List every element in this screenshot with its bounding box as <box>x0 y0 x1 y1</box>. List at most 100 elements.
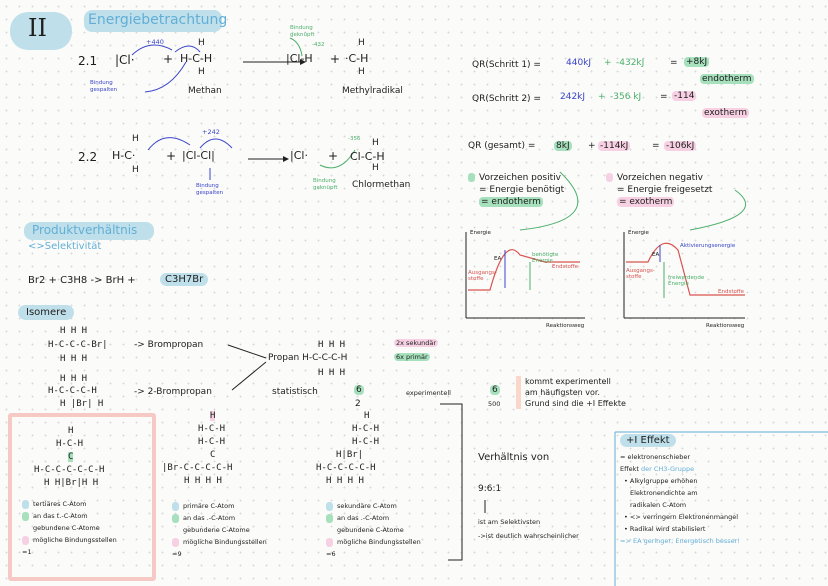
tertiary-tag3: gebundene C-Atome <box>33 524 100 532</box>
ieffect-l2b: der CH3-Gruppe <box>640 465 695 473</box>
iso1-name: -> Brompropan <box>134 340 204 350</box>
secondary-structure: H H-C-H H-C-H H|Br| H-C-C-C-C-H H H H H <box>316 411 380 486</box>
tertiary-tag4: mögliche Bindungsstellen <box>33 536 117 544</box>
positive-marker <box>468 173 475 182</box>
negative-l2: = Energie freigesetzt <box>617 185 713 195</box>
step-22-plus: + <box>166 149 177 163</box>
ieffect-text: = elektronenschieber Effekt der CH3-Grup… <box>620 451 740 547</box>
step-21-product: |Cl-H <box>286 52 313 65</box>
propan-formula: Propan H-C-C-C-H <box>268 353 348 363</box>
step-22-h-top: H <box>132 134 139 144</box>
ratio-title-bg <box>24 222 154 240</box>
diagram2-act: Aktivierungsenergie <box>680 243 736 249</box>
qr-step1-b: -432kJ <box>616 58 645 68</box>
qr-total-a: 8kJ <box>554 141 572 151</box>
diagram2-prod: Endstoffe <box>718 289 745 295</box>
exp-note-l3: Grund sind die +I Effekte <box>525 399 626 408</box>
secondary-count: =6 <box>326 550 336 558</box>
ieffect-l6: • <> verringern Elektronenmangel <box>624 513 739 521</box>
iso2-top: H H H <box>60 374 88 384</box>
step-22-formed-note: Bindung geknüpft <box>313 178 338 191</box>
page-title: Energiebetrachtung <box>88 12 228 28</box>
iso1-top: H H H <box>60 326 88 336</box>
diagram1-needed: benötigte Energie <box>532 252 559 264</box>
secondary-dot1 <box>326 501 333 511</box>
step-21-formed-note: Bindung geknüpft <box>290 25 315 38</box>
diagram1-start: Ausgangs-stoffe <box>468 270 497 282</box>
primary-tag4: mögliche Bindungsstellen <box>183 538 267 546</box>
roman-numeral: II <box>28 14 47 42</box>
step-22-product: |Cl· <box>290 149 308 162</box>
tertiary-box <box>8 413 156 581</box>
secondary-tag1: sekundäre C-Atom <box>337 502 397 510</box>
secondary-tag3: gebundene C-Atome <box>337 526 404 534</box>
step-22-label: 2.2 <box>78 150 98 164</box>
qr-total-result: -106kJ <box>664 141 697 151</box>
qr-step2-op: + <box>598 92 606 102</box>
qr-step2-type: exotherm <box>702 108 750 118</box>
verh-title: Verhältnis von <box>478 452 550 463</box>
sign-positive: Vorzeichen positiv = Energie benötigt = … <box>468 172 564 208</box>
stat-num: 6 <box>354 385 364 395</box>
qr-total-op: + <box>588 141 596 151</box>
qr-step1-op: + <box>604 58 612 68</box>
negative-marker <box>606 173 613 182</box>
qr-step1-a: 440kJ <box>566 58 592 68</box>
secondary-dot3 <box>326 537 333 547</box>
iso2-formula: H-C-C-C-H <box>48 386 97 396</box>
exp-note-l2: am häufigsten vor. <box>525 388 600 397</box>
ieffect-l7: • Radikal wird stabilisiert <box>624 525 706 533</box>
radical-formula: ·C-H <box>345 52 369 65</box>
ratio-equation-a: Br2 + C3H8 -> BrH + <box>28 275 136 286</box>
qr-step2-eq: = <box>660 92 668 102</box>
ratio-subtitle: <>Selektivität <box>28 241 102 252</box>
stat-den: 2 <box>355 399 361 409</box>
negative-l3: = exotherm <box>617 197 675 207</box>
roman-badge <box>10 12 72 50</box>
step-22-bond-note: Bindung gespalten <box>196 183 224 196</box>
step-21-formed-energy: -432 <box>312 42 325 48</box>
iso1-formula: H-C-C-C-Br| <box>48 340 108 350</box>
step-21-energy: +440 <box>146 38 164 46</box>
ieffect-l4: Elektronendichte am <box>630 489 698 497</box>
negative-title: Vorzeichen negativ <box>617 173 704 183</box>
propan-primary: 6x primär <box>394 353 430 361</box>
propan-bot: H H H <box>318 368 346 378</box>
diagram2-start: Ausgangs-stoffe <box>626 268 655 280</box>
step-21-label: 2.1 <box>78 54 98 68</box>
tertiary-dot2 <box>22 511 29 521</box>
chlormethane-formula: Cl-C-H <box>350 150 385 163</box>
primary-tag3: gebundene C-Atome <box>183 526 250 534</box>
iso1-bot: H H H <box>60 354 88 364</box>
methan-label: Methan <box>188 86 222 96</box>
step-21-bond-note: Bindung gespalten <box>90 80 118 93</box>
diagram1-x-label: Reaktionsweg <box>546 323 585 329</box>
primary-structure: H H-C-H H-C-H C |Br-C-C-C-C-H H H H H <box>162 411 233 486</box>
diagram2-x-label: Reaktionsweg <box>706 323 745 329</box>
secondary-tag4: mögliche Bindungsstellen <box>337 538 421 546</box>
qr-step1-label: QR(Schritt 1) = <box>472 60 541 70</box>
primary-tag2: an das .-C-Atom <box>183 514 236 522</box>
ieffect-l2a: Effekt <box>620 465 639 473</box>
primary-dot1 <box>172 501 179 511</box>
diagram2-ea: EA <box>652 252 660 258</box>
chlormethane-h-bot: H <box>372 163 379 173</box>
diagram2-y-label: Energie <box>628 230 649 236</box>
primary-tag1: primäre C-Atom <box>183 502 235 510</box>
positive-l3: = endotherm <box>479 197 543 207</box>
chlormethan-label: Chlormethan <box>352 180 411 190</box>
step-21-plus2: + <box>330 52 341 66</box>
step-22-plus2: + <box>328 149 339 163</box>
step-21-plus: + <box>163 52 174 66</box>
tertiary-dot1 <box>22 499 29 509</box>
secondary-dot2 <box>326 513 333 523</box>
primary-dot2 <box>172 513 179 523</box>
iso2-name: -> 2-Brompropan <box>134 387 212 397</box>
tertiary-legend: tertiäres C-Atom an das t.-C-Atom gebund… <box>22 498 117 558</box>
sign-negative: Vorzeichen negativ = Energie freigesetzt… <box>606 172 712 208</box>
tertiary-dot3 <box>22 535 29 545</box>
radical-h-bot: H <box>358 67 365 77</box>
exp-label: experimentell <box>406 389 451 397</box>
primary-legend: primäre C-Atom an das .-C-Atom gebundene… <box>172 500 267 560</box>
